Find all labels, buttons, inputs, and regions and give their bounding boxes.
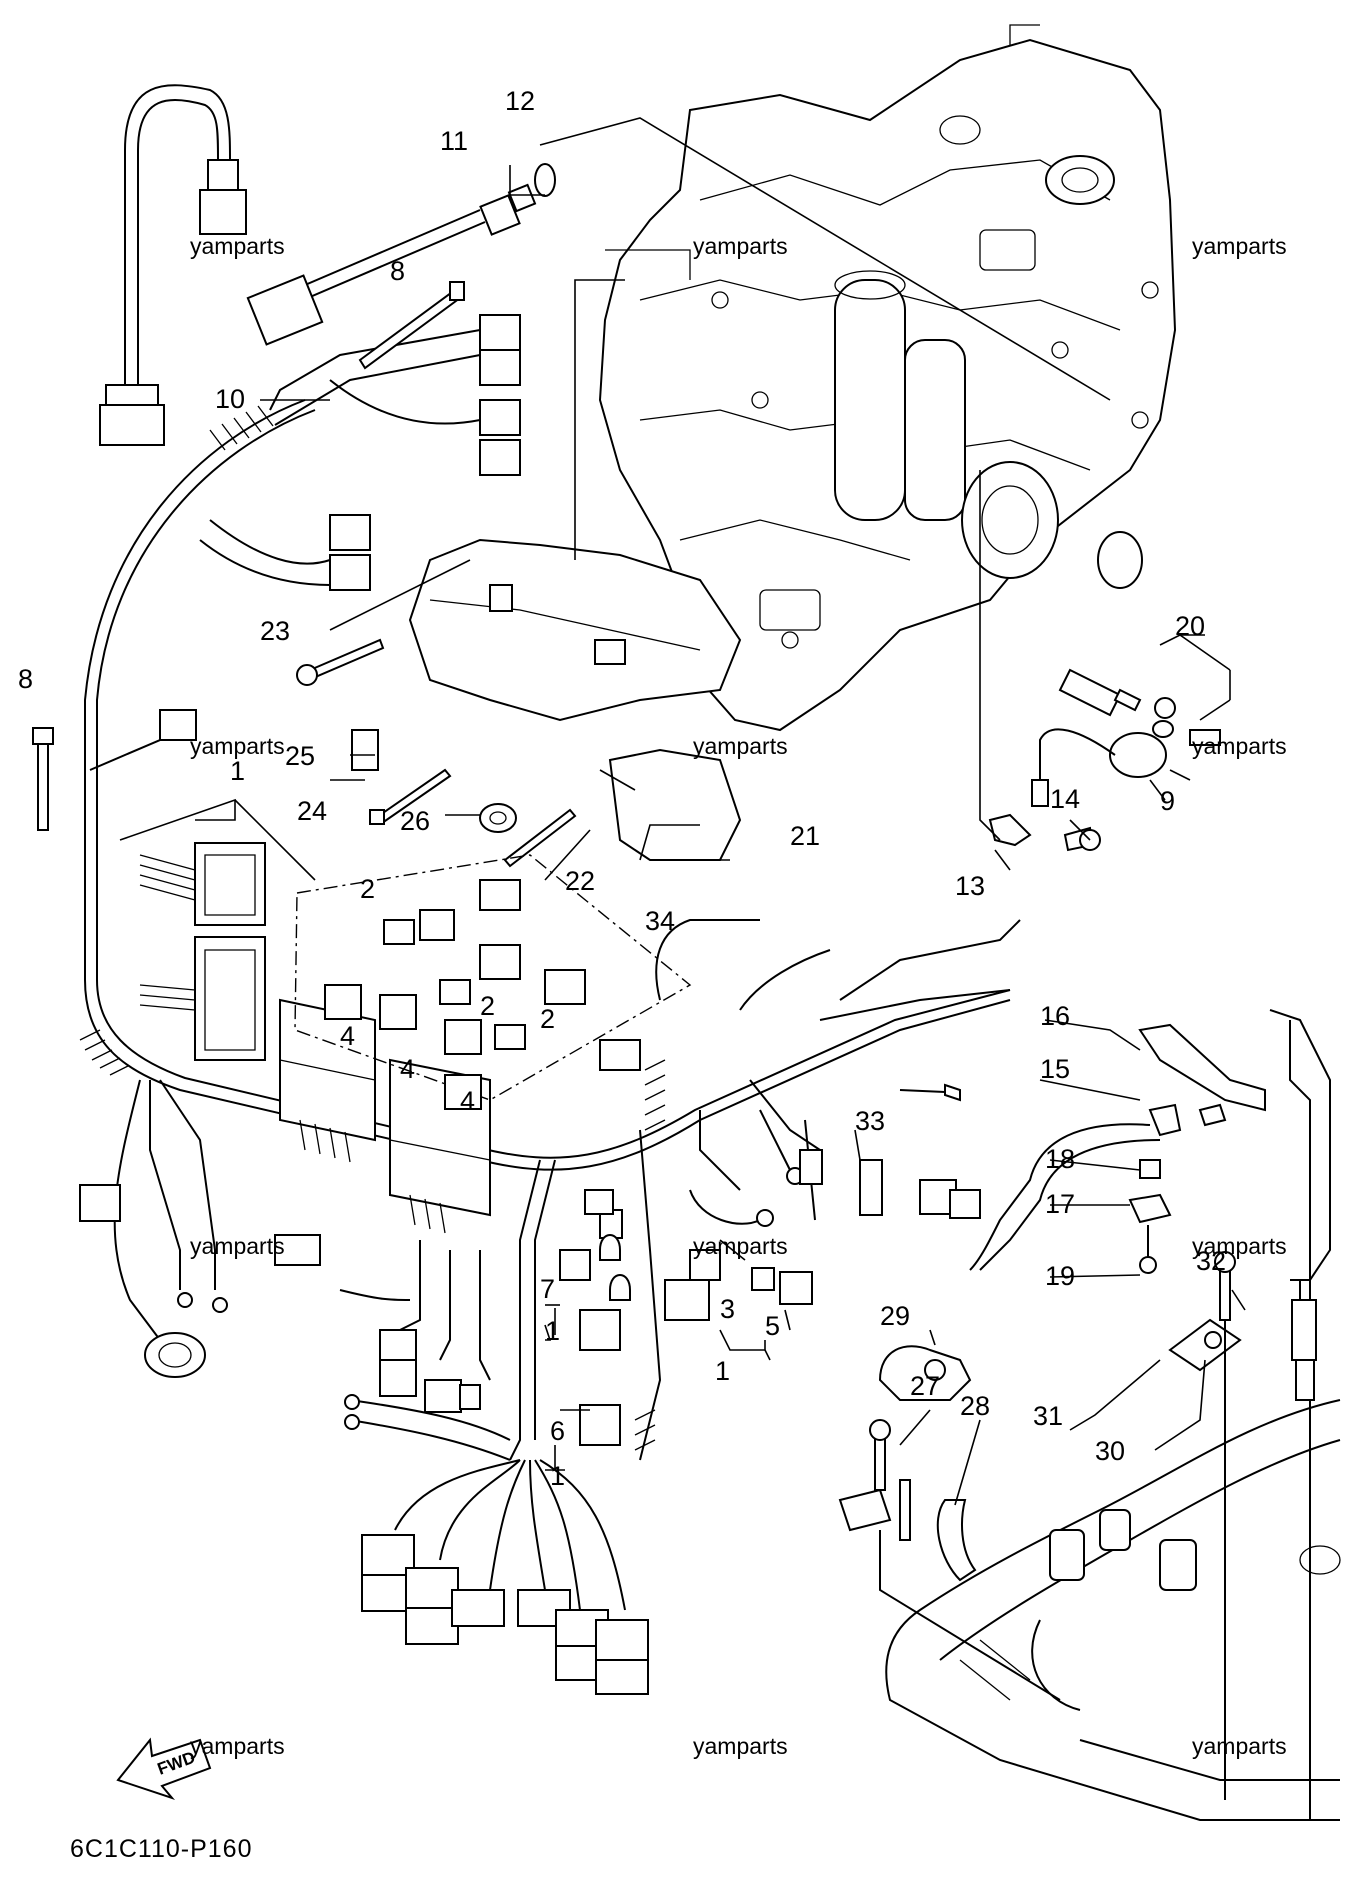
- leader-lines: [119, 117, 1246, 1506]
- callout-17: 17: [1045, 1189, 1075, 1219]
- callout-16: 16: [1040, 1001, 1070, 1031]
- watermark: yamparts: [190, 733, 285, 759]
- callout-15: 15: [1040, 1054, 1070, 1084]
- callout-2-c: 2: [540, 1004, 555, 1034]
- callout-14: 14: [1050, 784, 1080, 814]
- callout-21: 21: [790, 821, 820, 851]
- callout-27: 27: [910, 1371, 940, 1401]
- callout-22: 22: [565, 866, 595, 896]
- lower-cowling: [885, 1399, 1341, 1821]
- callout-6: 6: [550, 1416, 565, 1446]
- callout-8-upper: 8: [390, 256, 405, 286]
- callout-labels: 12 11 8 10 23 8 25 1 24 26 22 21 34 2 2 …: [18, 86, 1226, 1491]
- callout-2-b: 2: [480, 991, 495, 1021]
- relays: [324, 879, 586, 1110]
- watermark: yamparts: [693, 233, 788, 259]
- callout-13: 13: [955, 871, 985, 901]
- callout-34: 34: [645, 906, 675, 936]
- callout-4-b: 4: [400, 1054, 415, 1084]
- callout-9: 9: [1160, 786, 1175, 816]
- callout-25: 25: [285, 741, 315, 771]
- callout-18: 18: [1045, 1144, 1075, 1174]
- callout-4-a: 4: [340, 1021, 355, 1051]
- callout-11: 11: [440, 126, 468, 156]
- subassembly-outline: [294, 854, 692, 1101]
- watermark: yamparts: [1192, 1733, 1287, 1759]
- callout-3: 3: [720, 1294, 735, 1324]
- bolt-23: [296, 638, 385, 686]
- callout-29: 29: [880, 1301, 910, 1331]
- harness-10: [99, 84, 247, 446]
- electrical-cover: [408, 538, 742, 861]
- callout-30: 30: [1095, 1436, 1125, 1466]
- callout-12: 12: [505, 86, 535, 116]
- watermark: yamparts: [693, 1733, 788, 1759]
- callout-4-c: 4: [460, 1086, 475, 1116]
- callout-33: 33: [855, 1106, 885, 1136]
- callout-7: 7: [540, 1274, 555, 1304]
- callout-26: 26: [400, 806, 430, 836]
- control-units: [139, 842, 491, 1234]
- watermark: yamparts: [190, 233, 285, 259]
- callout-20: 20: [1175, 611, 1205, 641]
- callout-24: 24: [297, 796, 327, 826]
- throttle-sensor: [919, 1023, 1266, 1274]
- watermark: yamparts: [1192, 733, 1287, 759]
- lower-bracket: [838, 1251, 1242, 1800]
- callout-31: 31: [1033, 1401, 1063, 1431]
- sensor-11: [246, 163, 556, 346]
- steering-link: [1269, 1009, 1331, 1820]
- watermark: yamparts: [1192, 233, 1287, 259]
- engine-block: [598, 24, 1177, 732]
- small-parts-22-26: [351, 729, 577, 868]
- callout-8-left: 8: [18, 664, 33, 694]
- fwd-arrow: FWD: [116, 1737, 212, 1801]
- callout-32: 32: [1196, 1246, 1226, 1276]
- callout-1-a: 1: [545, 1316, 560, 1346]
- bottom-harness: [344, 1394, 649, 1695]
- watermark: yamparts: [190, 1233, 285, 1259]
- callout-5: 5: [765, 1311, 780, 1341]
- callout-19: 19: [1045, 1261, 1075, 1291]
- watermark: yamparts: [693, 733, 788, 759]
- right-sensors: [988, 668, 1221, 852]
- lower-connectors: [79, 1039, 961, 1446]
- connector-group-upper: [159, 314, 521, 741]
- watermark: yamparts: [190, 1733, 285, 1759]
- tie-strap-8: [32, 281, 465, 831]
- callout-2-a: 2: [360, 874, 375, 904]
- callout-28: 28: [960, 1391, 990, 1421]
- watermark: yamparts: [1192, 1233, 1287, 1259]
- callout-10: 10: [215, 384, 245, 414]
- callout-1-c: 1: [550, 1461, 565, 1491]
- watermark: yamparts: [693, 1233, 788, 1259]
- callout-23: 23: [260, 616, 290, 646]
- callout-1-upper: 1: [230, 756, 245, 786]
- drawing-code: 6C1C110-P160: [70, 1835, 253, 1863]
- callout-1-b: 1: [715, 1356, 730, 1386]
